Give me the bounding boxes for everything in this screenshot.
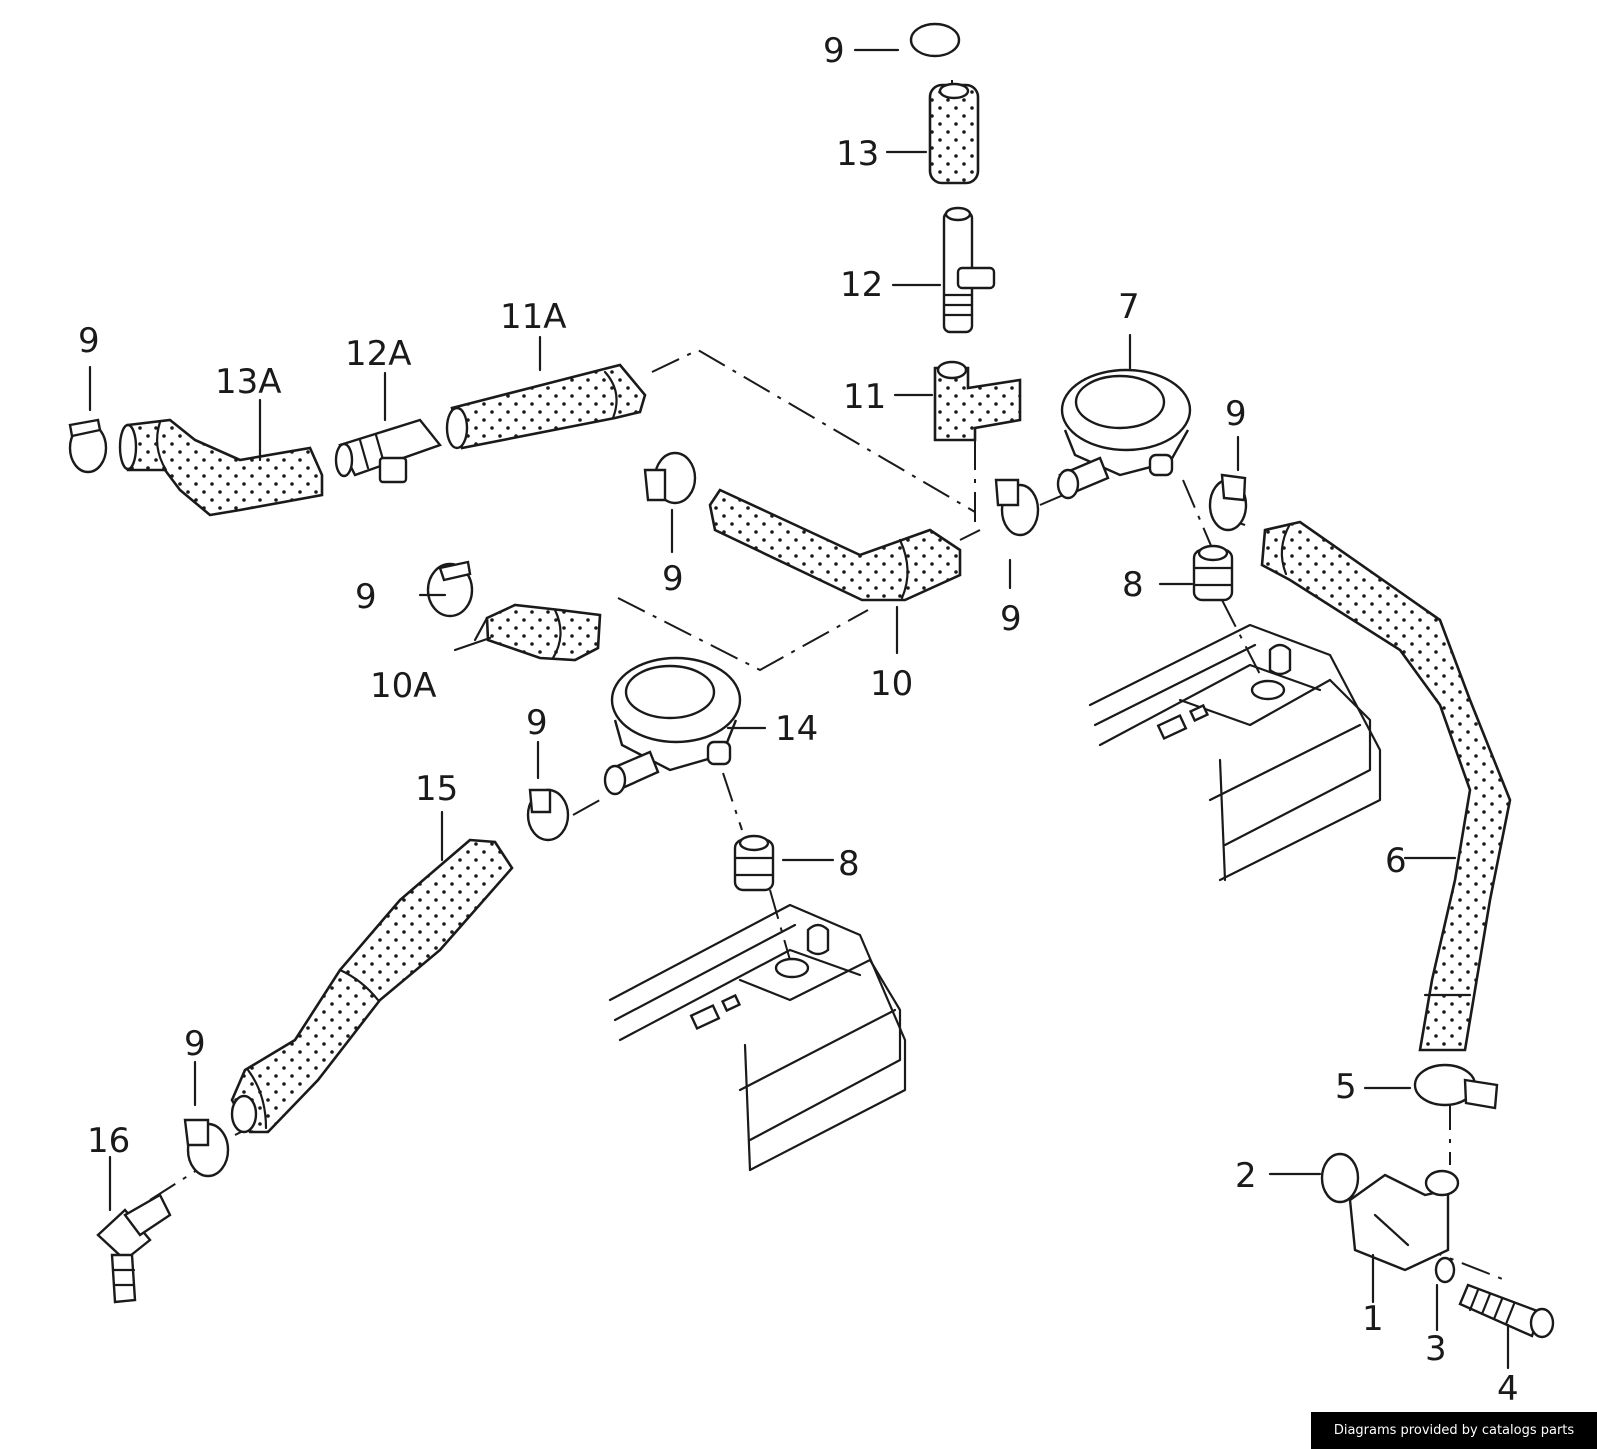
label-13a: 13A	[215, 362, 282, 402]
clamps	[68, 22, 1499, 1178]
hose-13a	[118, 418, 324, 517]
hose-6	[1260, 520, 1512, 1052]
housing-14	[603, 656, 742, 796]
label-9-center: 9	[662, 559, 684, 599]
grommet-8-right	[1192, 544, 1234, 602]
label-16: 16	[87, 1121, 130, 1161]
label-9-lower: 9	[526, 703, 548, 743]
label-8-right: 8	[1122, 565, 1144, 605]
label-9-left-mid: 9	[355, 577, 377, 617]
label-9-far-left: 9	[78, 321, 100, 361]
washer-3	[1434, 1256, 1456, 1284]
fitting-1	[1348, 1169, 1460, 1272]
valve-12a	[334, 418, 442, 484]
label-3: 3	[1425, 1329, 1447, 1369]
assembly-lines	[149, 80, 1506, 1281]
grommet-8-left	[733, 834, 775, 892]
connector-16	[96, 1193, 172, 1304]
valve-cover-right	[1088, 623, 1382, 882]
label-14: 14	[775, 709, 818, 749]
valve-12	[942, 206, 996, 334]
label-9-center-right: 9	[1000, 599, 1022, 639]
callout-labels: 9 13 12 11 7 9 8 9 9 10 9 10A 9 13A 12A …	[78, 31, 1519, 1409]
label-12a: 12A	[345, 334, 412, 374]
label-4: 4	[1497, 1369, 1519, 1409]
housing-7	[1056, 368, 1192, 500]
label-8-left: 8	[838, 844, 860, 884]
hose-11	[933, 360, 1022, 442]
hose-15	[230, 838, 514, 1134]
hose-13	[928, 82, 980, 185]
label-11: 11	[843, 377, 886, 417]
label-6: 6	[1385, 841, 1407, 881]
label-10a: 10A	[370, 666, 437, 706]
label-9-right-top: 9	[1225, 394, 1247, 434]
hose-10	[708, 488, 962, 602]
leader-lines	[88, 48, 1510, 1370]
seal-2	[1320, 1152, 1360, 1204]
hose-10a	[473, 603, 602, 662]
label-12: 12	[840, 265, 883, 305]
label-7: 7	[1118, 287, 1140, 327]
hose-11a	[445, 363, 647, 450]
label-13: 13	[836, 134, 879, 174]
label-9-bottom-left: 9	[184, 1024, 206, 1064]
label-5: 5	[1335, 1067, 1357, 1107]
label-9-top: 9	[823, 31, 845, 71]
label-2: 2	[1235, 1156, 1257, 1196]
label-11a: 11A	[500, 297, 567, 337]
bolt-4	[1458, 1283, 1555, 1339]
label-15: 15	[415, 769, 458, 809]
label-1: 1	[1362, 1299, 1384, 1339]
valve-cover-left	[608, 903, 907, 1172]
watermark-banner: Diagrams provided by catalogs parts	[1311, 1412, 1597, 1449]
clamp-9-top	[909, 22, 961, 58]
label-10: 10	[870, 664, 913, 704]
